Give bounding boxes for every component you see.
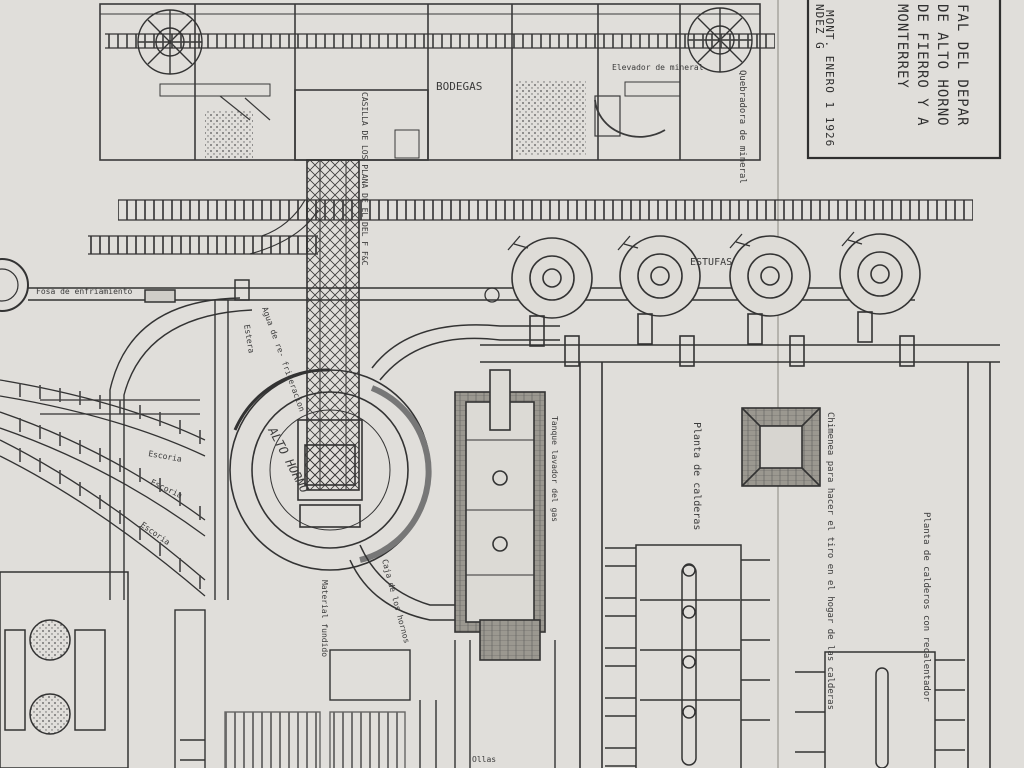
label-tanque: Tanque lavador del gas — [550, 416, 559, 522]
slag-tracks — [0, 379, 206, 597]
upper-rail-track — [118, 199, 973, 221]
label-ollas: Ollas — [472, 755, 496, 764]
title-line-3: DE FIERRO Y A — [914, 4, 930, 127]
stove-3 — [729, 235, 811, 345]
stove-valves — [484, 231, 863, 303]
label-planta-calderas: Planta de calderas — [691, 422, 702, 530]
gas-washer-tank — [454, 369, 546, 661]
title-date: MONT. ENERO 1 1926 — [823, 10, 836, 147]
title-block — [806, 0, 1002, 160]
label-bodegas: BODEGAS — [436, 80, 482, 93]
title-line-2: DE ALTO HORNO — [934, 4, 950, 127]
title-text: FAL DEL DEPAR DE ALTO HORNO DE FIERRO Y … — [813, 4, 970, 147]
left-edge-drum — [0, 258, 29, 312]
label-planta-recalentador: Planta de calderos con recalentador — [921, 512, 931, 702]
title-line-4: MONTERREY — [894, 4, 910, 89]
label-estufas: ESTUFAS — [690, 257, 732, 268]
label-material: Material fundido — [320, 580, 329, 657]
stove-2 — [619, 235, 701, 345]
title-line-1: FAL DEL DEPAR — [954, 4, 970, 127]
stoves-group — [511, 233, 921, 347]
boiler-plant-2 — [795, 651, 965, 768]
hot-blast-main — [480, 335, 1000, 367]
stove-1 — [511, 237, 593, 347]
yard-roads — [109, 297, 253, 600]
boiler-plant-1 — [605, 544, 770, 768]
vertical-pipes-right — [579, 362, 991, 768]
title-author: NDEZ G — [813, 4, 826, 50]
stove-4 — [839, 233, 921, 343]
label-quebradora: Quebradora de mineral — [737, 70, 747, 184]
top-building — [99, 3, 761, 161]
plan-labels: BODEGAS Elevador de mineral Quebradora d… — [36, 63, 931, 764]
slag-track-ties — [19, 383, 201, 589]
label-elevador: Elevador de mineral — [612, 63, 704, 72]
ladle-tracks — [419, 640, 556, 768]
label-chimenea: Chimenea para hacer el tiro en el hogar … — [825, 412, 835, 710]
skip-bridge — [306, 159, 360, 491]
bottom-yard — [174, 609, 411, 768]
downcomer-pipe — [349, 324, 560, 621]
label-fosa: Fosa de enfriamiento — [36, 287, 133, 296]
label-casilla: CASILLA DE LOS PLANA DE EL DEL F F&C — [360, 92, 369, 266]
chimney — [741, 407, 821, 487]
lower-rail-track — [88, 199, 319, 255]
blowing-engine — [0, 571, 129, 768]
blast-furnace — [229, 368, 432, 571]
top-rail-track — [105, 33, 775, 49]
